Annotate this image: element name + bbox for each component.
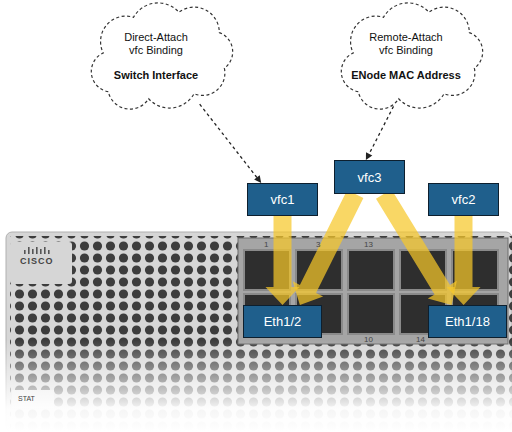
- arrow-head: [366, 152, 372, 160]
- leader-line: [200, 104, 257, 177]
- logo-bar: [24, 250, 26, 254]
- callout-heading: Remote-Attach vfc Binding: [368, 31, 445, 57]
- leader-arrow: [366, 106, 394, 160]
- interface-label: Eth1/2: [264, 314, 302, 329]
- link-arrow-shape: [266, 216, 300, 305]
- callout-cloud: Remote-Attach vfc BindingENode MAC Addre…: [328, 0, 484, 112]
- cisco-logo-bars: [24, 247, 50, 254]
- port-number: 1: [264, 240, 268, 249]
- logo-plate: [10, 242, 72, 284]
- port-number: 3: [316, 240, 320, 249]
- logo-bar: [40, 249, 42, 254]
- link-arrow: [266, 216, 300, 305]
- cloud-outline-path: [91, 3, 232, 109]
- cloud-outline-path: [341, 3, 482, 109]
- interface-label: vfc1: [271, 192, 295, 207]
- callout-body: ENode MAC Address: [351, 69, 461, 82]
- logo-bar: [32, 249, 34, 254]
- leader-arrow: [200, 104, 262, 183]
- interface-box: vfc3: [334, 160, 405, 194]
- logo-bar: [36, 247, 38, 254]
- callout-cloud: Direct-Attach vfc BindingSwitch Interfac…: [78, 0, 234, 112]
- link-arrow-shape: [447, 216, 481, 305]
- interface-box: Eth1/18: [428, 305, 507, 338]
- interface-box: Eth1/2: [243, 305, 322, 338]
- bottom-fade: [0, 340, 512, 432]
- sfp-cage: [348, 250, 394, 290]
- leader-line: [369, 106, 393, 153]
- logo-bar: [44, 247, 46, 254]
- interface-label: vfc3: [358, 170, 382, 185]
- interface-box: vfc1: [247, 183, 318, 216]
- arrow-head: [254, 175, 261, 183]
- interface-label: vfc2: [452, 192, 476, 207]
- sfp-cage: [348, 294, 394, 334]
- cloud-outline: [78, 0, 234, 112]
- interface-label: Eth1/18: [445, 314, 490, 329]
- callout-body: Switch Interface: [114, 69, 198, 82]
- brand-logo: CISCO: [20, 256, 54, 266]
- callout-heading: Direct-Attach vfc Binding: [118, 31, 195, 57]
- port-number: 10: [364, 335, 373, 344]
- port-number: 13: [364, 240, 373, 249]
- logo-bar: [48, 250, 50, 254]
- cloud-outline: [328, 0, 484, 112]
- interface-box: vfc2: [428, 183, 499, 216]
- port-number: 14: [416, 335, 425, 344]
- logo-bar: [28, 247, 30, 254]
- link-arrow: [447, 216, 481, 305]
- status-label: STAT: [18, 395, 35, 402]
